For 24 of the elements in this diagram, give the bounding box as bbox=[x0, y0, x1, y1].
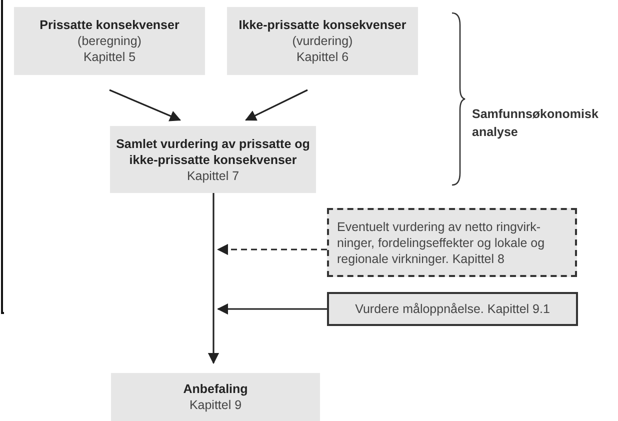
box-text: Kapittel 5 bbox=[83, 49, 136, 65]
box-heading: Samlet vurdering av prissatte og ikke-prissatte konsekvenser bbox=[115, 136, 311, 168]
box-text: (vurdering) bbox=[292, 33, 353, 49]
process-box bbox=[327, 208, 577, 277]
process-box bbox=[111, 373, 320, 421]
arrow bbox=[245, 89, 308, 121]
arrow bbox=[216, 303, 327, 315]
box-text: (beregning) bbox=[78, 33, 142, 49]
process-box bbox=[327, 292, 578, 326]
arrow bbox=[208, 193, 220, 364]
process-box bbox=[110, 126, 316, 193]
box-text: Kapittel 7 bbox=[186, 168, 240, 184]
box-heading: Ikke-prissatte konsekvenser bbox=[238, 17, 406, 33]
box-text: Kapittel 9 bbox=[189, 397, 242, 413]
process-box bbox=[227, 7, 418, 75]
arrow bbox=[216, 244, 327, 256]
process-box bbox=[14, 7, 205, 75]
box-heading: Anbefaling bbox=[183, 381, 248, 397]
brace-label: Samfunnsøkonomisk analyse bbox=[472, 106, 600, 141]
box-text: Vurdere måloppnåelse. Kapittel 9.1 bbox=[355, 301, 550, 317]
box-text: Eventuelt vurdering av netto ringvirk-ninger, fordelingseffekter og lokale og regionale virkninger. Kapittel 8 bbox=[337, 218, 546, 266]
box-heading: Prissatte konsekvenser bbox=[40, 17, 180, 33]
box-text: Kapittel 6 bbox=[296, 49, 349, 65]
arrow bbox=[109, 89, 182, 122]
